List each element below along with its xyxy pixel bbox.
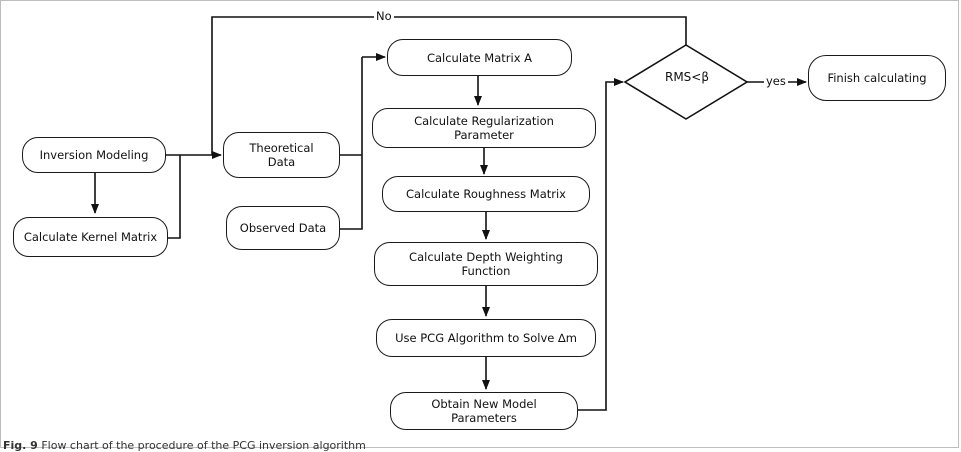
node-observed-data: Observed Data xyxy=(226,206,340,250)
edge-no-loop xyxy=(211,16,687,155)
edge-label-yes: yes xyxy=(764,74,788,88)
node-obtain-new-model-parameters: Obtain New Model Parameters xyxy=(390,392,578,430)
node-label: Obtain New Model Parameters xyxy=(431,397,537,425)
node-label: Use PCG Algorithm to Solve ∆m xyxy=(395,331,577,345)
node-calculate-matrix-a: Calculate Matrix A xyxy=(387,39,572,76)
node-label: Calculate Kernel Matrix xyxy=(23,230,158,244)
node-calculate-regularization-parameter: Calculate Regularization Parameter xyxy=(372,108,596,148)
decision-diamond xyxy=(623,44,749,120)
caption-prefix: Fig. 9 xyxy=(3,439,38,452)
node-finish-calculating: Finish calculating xyxy=(808,55,946,101)
edge-new-model-to-decision xyxy=(578,78,624,411)
node-inversion-modeling: Inversion Modeling xyxy=(22,137,166,173)
edge-label-no: No xyxy=(374,9,394,23)
edge-observed-bracket xyxy=(340,57,363,230)
node-calculate-kernel-matrix: Calculate Kernel Matrix xyxy=(13,217,168,257)
node-label: Calculate Depth Weighting Function xyxy=(409,250,563,278)
node-use-pcg-algorithm: Use PCG Algorithm to Solve ∆m xyxy=(376,319,596,357)
decision-label: RMS<β xyxy=(664,70,710,84)
figure-caption: Fig. 9 Flow chart of the procedure of th… xyxy=(3,439,366,452)
edge-kernel-to-bracket xyxy=(168,155,181,239)
node-label: Observed Data xyxy=(239,221,327,235)
node-label: Calculate Roughness Matrix xyxy=(406,187,566,201)
node-theoretical-data: Theoretical Data xyxy=(223,132,340,178)
node-label: Finish calculating xyxy=(827,71,927,85)
node-calculate-depth-weighting-function: Calculate Depth Weighting Function xyxy=(374,242,598,286)
caption-text: Flow chart of the procedure of the PCG i… xyxy=(41,439,366,452)
node-calculate-roughness-matrix: Calculate Roughness Matrix xyxy=(382,176,590,212)
node-label: Calculate Regularization Parameter xyxy=(414,114,554,142)
node-label: Theoretical Data xyxy=(249,141,314,169)
node-label: Inversion Modeling xyxy=(39,148,149,162)
node-label: Calculate Matrix A xyxy=(426,50,533,65)
